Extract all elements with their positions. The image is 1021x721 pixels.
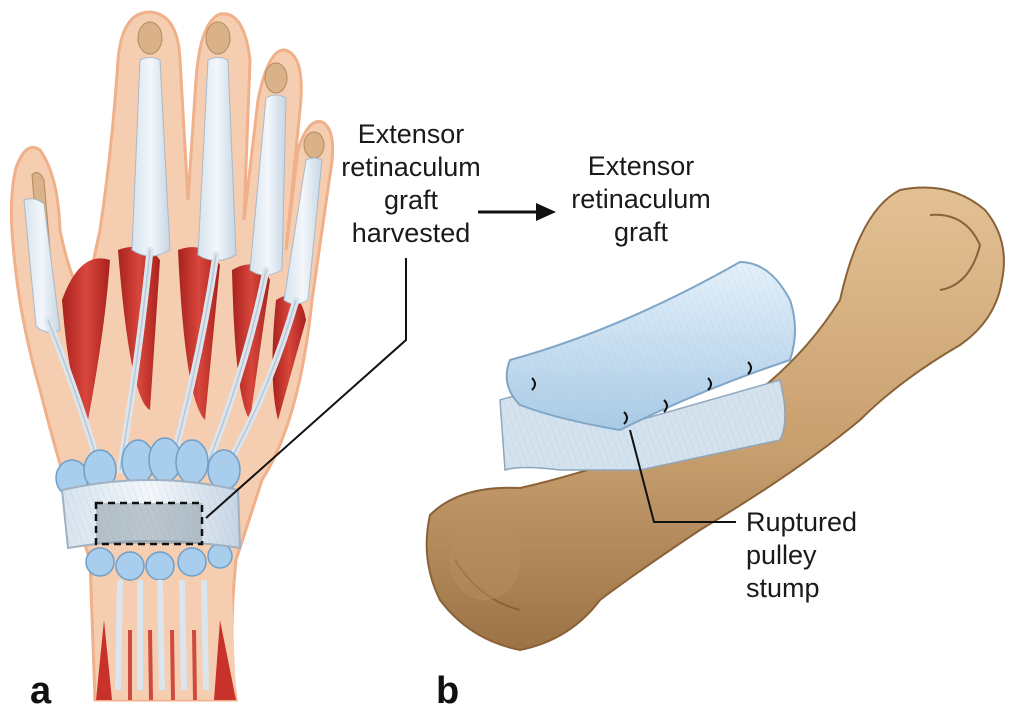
- bone-illustration: [425, 186, 1005, 652]
- right-arrow-icon: [478, 203, 556, 221]
- label-line: stump: [746, 573, 820, 603]
- sutures: [531, 361, 752, 425]
- hand-illustration: [9, 10, 335, 702]
- label-line: retinaculum: [341, 152, 481, 182]
- label-ruptured-pulley-stump: Ruptured pulley stump: [746, 506, 857, 605]
- label-graft-harvested: Extensor retinaculum graft harvested: [336, 118, 486, 250]
- label-graft: Extensor retinaculum graft: [566, 150, 716, 249]
- harvested-leader-line: [205, 258, 407, 519]
- panel-letter-b: b: [436, 670, 460, 712]
- label-line: harvested: [351, 218, 471, 248]
- label-line: pulley: [746, 540, 817, 570]
- label-line: Extensor: [357, 119, 465, 149]
- panel-letter-a: a: [30, 670, 52, 712]
- label-line: Ruptured: [746, 507, 858, 537]
- label-line: graft: [383, 185, 439, 215]
- label-line: retinaculum: [571, 184, 711, 214]
- stump-leader-line: [629, 429, 736, 523]
- label-line: Extensor: [587, 151, 695, 181]
- harvest-site-box: [94, 501, 204, 546]
- label-line: graft: [613, 217, 669, 247]
